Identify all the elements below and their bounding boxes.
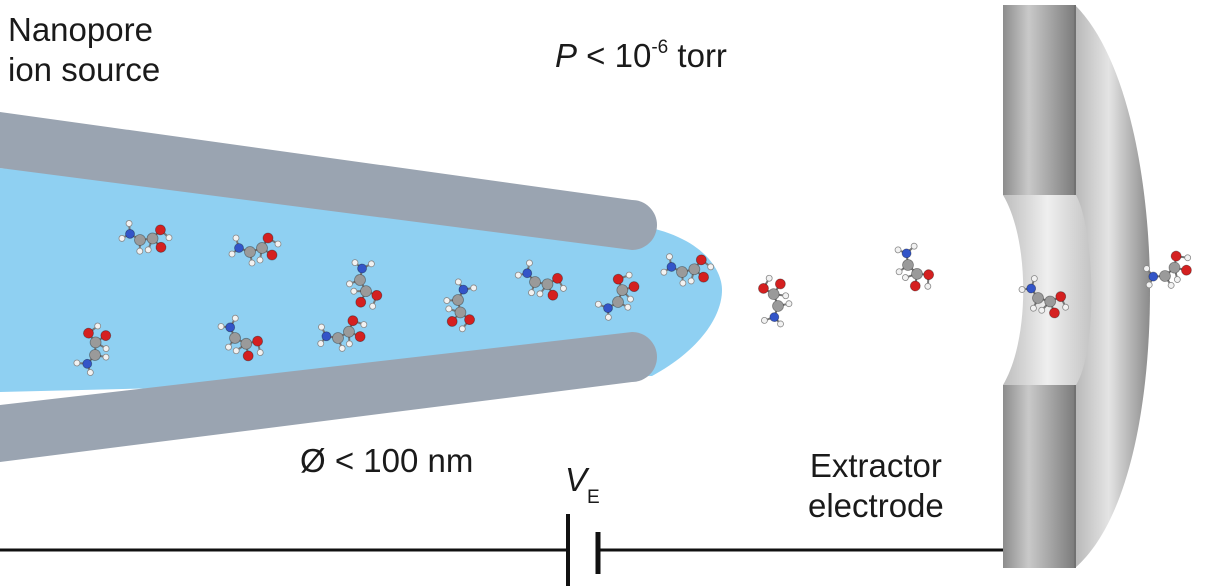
molecule [758,274,793,328]
molecule [317,315,368,352]
molecule [443,278,478,333]
label-nanopore-ion-source: Nanopore ion source [8,10,160,90]
molecule [73,322,112,376]
label-pressure: P < 10-6 torr [555,36,727,76]
molecule [594,271,640,321]
extractor-electrode [1003,5,1150,568]
electrode-rim [1075,5,1150,568]
diameter-text: Ø < 100 nm [300,442,474,479]
molecule [228,232,282,267]
molecule [660,253,715,287]
pressure-variable: P [555,37,578,74]
voltage-subscript: E [587,487,600,508]
label-extractor-electrode: Extractor electrode [808,446,944,526]
voltage-circuit [0,514,1004,586]
label-source-line1: Nanopore [8,11,153,48]
label-diameter: Ø < 100 nm [300,441,473,481]
pressure-exponent: -6 [651,37,669,58]
capillary-wall-bottom [0,332,657,462]
molecule [1143,250,1192,289]
molecules [73,220,1192,376]
molecule [894,242,935,292]
molecule [1018,275,1070,319]
pressure-mid: < 10 [577,37,652,74]
label-electrode-line2: electrode [808,487,944,524]
capillary-wall-top [0,112,657,250]
molecule [217,314,264,362]
electrode-aperture [1003,195,1092,385]
molecule [118,220,173,255]
pressure-unit: torr [668,37,727,74]
molecule [346,259,383,310]
electrode-body-upper [1003,5,1076,195]
electrode-body-lower [1003,385,1076,568]
label-electrode-line1: Extractor [809,447,942,484]
label-source-line2: ion source [8,51,161,88]
molecule [514,259,567,301]
label-voltage: VE [565,460,600,507]
voltage-variable: V [565,461,588,498]
